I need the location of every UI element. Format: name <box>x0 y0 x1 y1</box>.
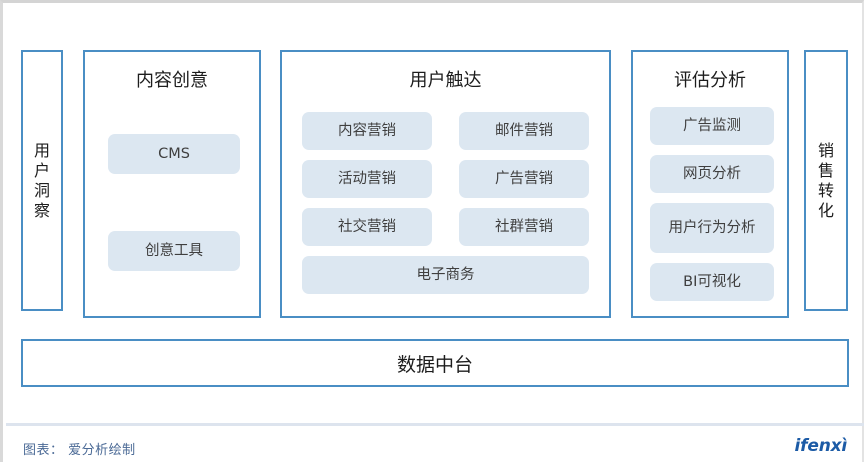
column-user-insight[interactable]: 用 户 洞 察 <box>21 50 63 311</box>
footer-source-note: 图表： 爱分析绘制 <box>23 443 136 458</box>
vlabel-char: 转 <box>817 180 834 200</box>
item-user-behavior-analysis[interactable]: 用户行为分析 <box>650 203 774 253</box>
marketing-stack-diagram: 用 户 洞 察 内容创意 CMS 创意工具 用户触达 内容营销 活动营销 社交营… <box>3 3 864 407</box>
group-user-reach-title: 用户触达 <box>409 70 482 91</box>
group-user-reach[interactable]: 用户触达 内容营销 活动营销 社交营销 邮件营销 广告营销 社群营销 电子商务 <box>280 50 611 318</box>
item-community-marketing[interactable]: 社群营销 <box>459 208 589 246</box>
vlabel-char: 户 <box>33 160 50 180</box>
group-content-creative[interactable]: 内容创意 CMS 创意工具 <box>83 50 261 318</box>
item-ad-marketing[interactable]: 广告营销 <box>459 160 589 198</box>
vlabel-char: 用 <box>33 140 50 160</box>
group-evaluation-analysis[interactable]: 评估分析 广告监测 网页分析 用户行为分析 BI可视化 <box>631 50 789 318</box>
vlabel-char: 察 <box>33 200 50 220</box>
item-ad-monitoring[interactable]: 广告监测 <box>650 107 774 145</box>
item-creative-tools[interactable]: 创意工具 <box>108 231 240 271</box>
platform-bar-label: 数据中台 <box>396 353 473 376</box>
item-ecommerce[interactable]: 电子商务 <box>302 256 589 294</box>
platform-bar[interactable]: 数据中台 <box>21 339 849 387</box>
item-event-marketing[interactable]: 活动营销 <box>302 160 432 198</box>
item-web-analytics[interactable]: 网页分析 <box>650 155 774 193</box>
vlabel-char: 化 <box>817 200 834 220</box>
ifenxi-logo: ifenxì <box>794 436 848 456</box>
item-bi-visualization[interactable]: BI可视化 <box>650 263 774 301</box>
column-sales-conversion[interactable]: 销 售 转 化 <box>804 50 848 311</box>
column-sales-conversion-label: 销 售 转 化 <box>806 141 846 221</box>
item-social-marketing[interactable]: 社交营销 <box>302 208 432 246</box>
group-content-creative-title: 内容创意 <box>136 70 208 91</box>
item-content-marketing[interactable]: 内容营销 <box>302 112 432 150</box>
item-email-marketing[interactable]: 邮件营销 <box>459 112 589 150</box>
column-user-insight-label: 用 户 洞 察 <box>23 141 61 221</box>
vlabel-char: 销 <box>817 140 834 160</box>
vlabel-char: 售 <box>817 160 834 180</box>
vlabel-char: 洞 <box>33 180 50 200</box>
group-evaluation-analysis-title: 评估分析 <box>674 70 746 91</box>
footer: 图表： 爱分析绘制 ifenxì <box>6 423 864 468</box>
item-cms[interactable]: CMS <box>108 134 240 174</box>
